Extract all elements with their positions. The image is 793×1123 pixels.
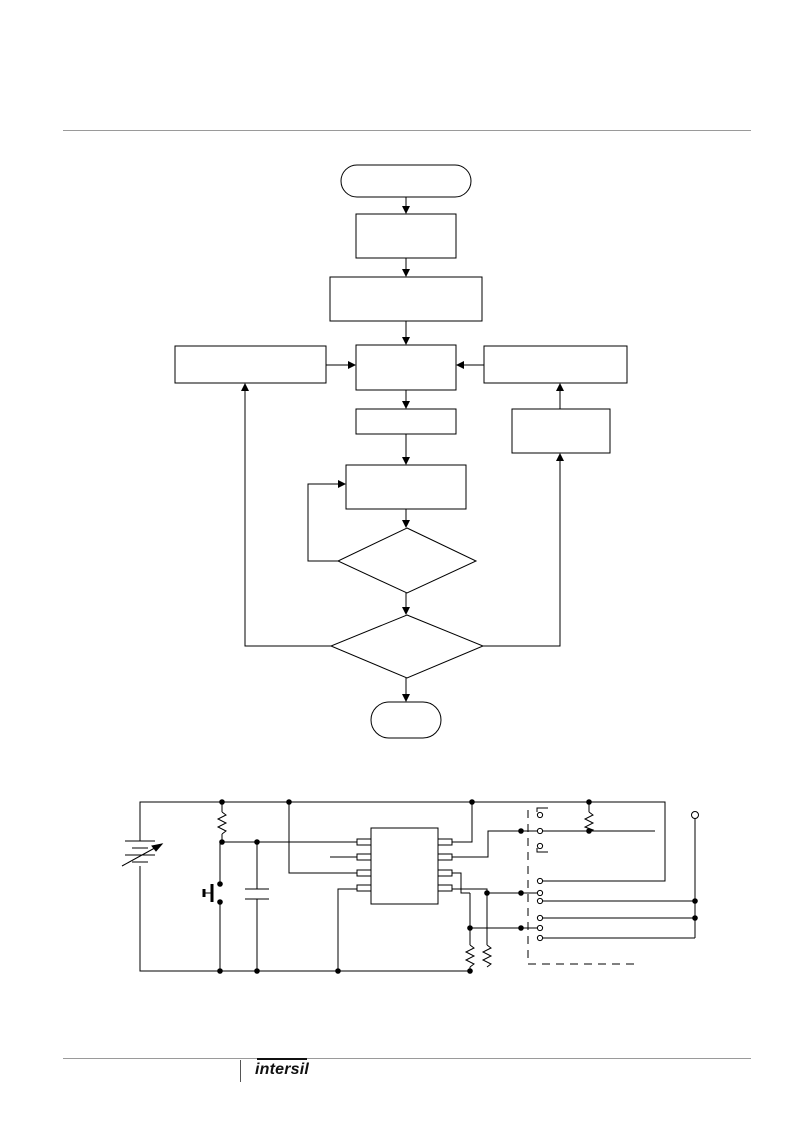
switch-contact [536,889,544,897]
intersil-logo: intersil [255,1058,310,1079]
junction-dot [217,899,223,905]
junction-dot [484,890,490,896]
process-box-right [483,345,628,384]
wire [288,802,357,874]
junction-dot [219,839,225,845]
junction-dot [469,799,475,805]
junction-dot [518,890,524,896]
junction-dot [692,915,698,921]
switch-contact [536,842,544,850]
process-box-wait [345,464,467,510]
logo-bar [257,1058,307,1060]
footer-rule [63,1058,751,1059]
wire [452,802,473,843]
wire-bottom-rail [139,866,470,972]
junction-dot [254,839,260,845]
junction-dot [467,925,473,931]
rotary-switch-dashed-line [527,810,638,965]
junction-dot [586,799,592,805]
header-rule [63,130,751,131]
resistor-r1 [216,811,228,835]
ic-pin [437,838,453,846]
logo-text: intersil [255,1061,310,1078]
switch-contact-line [536,848,548,853]
resistor-r3 [481,944,493,968]
switch-contact [536,827,544,835]
resistor-r2 [464,944,476,968]
end-terminator [370,701,442,739]
ic-pin [356,884,372,892]
junction-dot [286,799,292,805]
flowchart [174,164,628,739]
ic-pin [356,853,372,861]
switch-contact [536,897,544,905]
battery-symbol [121,840,164,867]
wire [452,872,470,894]
junction-dot [518,925,524,931]
ic-package [370,827,439,905]
ic-pin [356,869,372,877]
wire-top-rail [139,801,666,882]
process-box-2 [329,276,483,322]
switch-contact [536,924,544,932]
junction-dot [219,799,225,805]
junction-dot [254,968,260,974]
junction-dot [692,898,698,904]
junction-dot [518,828,524,834]
process-box-center [355,344,457,391]
decision-2 [329,614,485,679]
switch-contact [536,811,544,819]
loop-line [307,480,346,562]
junction-dot [217,968,223,974]
decision-1 [336,527,478,594]
pushbutton-symbol [202,884,214,902]
circuit-schematic [121,799,699,974]
resistor-r4 [583,811,595,833]
start-terminator [340,164,472,198]
ic-pin [356,838,372,846]
switch-contact-line [536,807,548,812]
wire [452,830,537,858]
junction-dot [467,968,473,974]
process-box-small [355,408,457,435]
output-terminal [691,811,699,819]
ic-pin [437,853,453,861]
junction-dot [335,968,341,974]
process-box-right-lower [511,408,611,454]
switch-contact [536,914,544,922]
ic-pin [437,884,453,892]
wire [452,888,488,945]
switch-contact [536,934,544,942]
process-box-left [174,345,327,384]
branch-right-line [483,453,564,647]
footer-divider [240,1060,241,1082]
ic-pin [437,869,453,877]
junction-dot [217,881,223,887]
switch-contact [536,877,544,885]
junction-dot [586,828,592,834]
wire [337,888,357,971]
process-box-1 [355,213,457,259]
branch-left-line [241,383,331,647]
